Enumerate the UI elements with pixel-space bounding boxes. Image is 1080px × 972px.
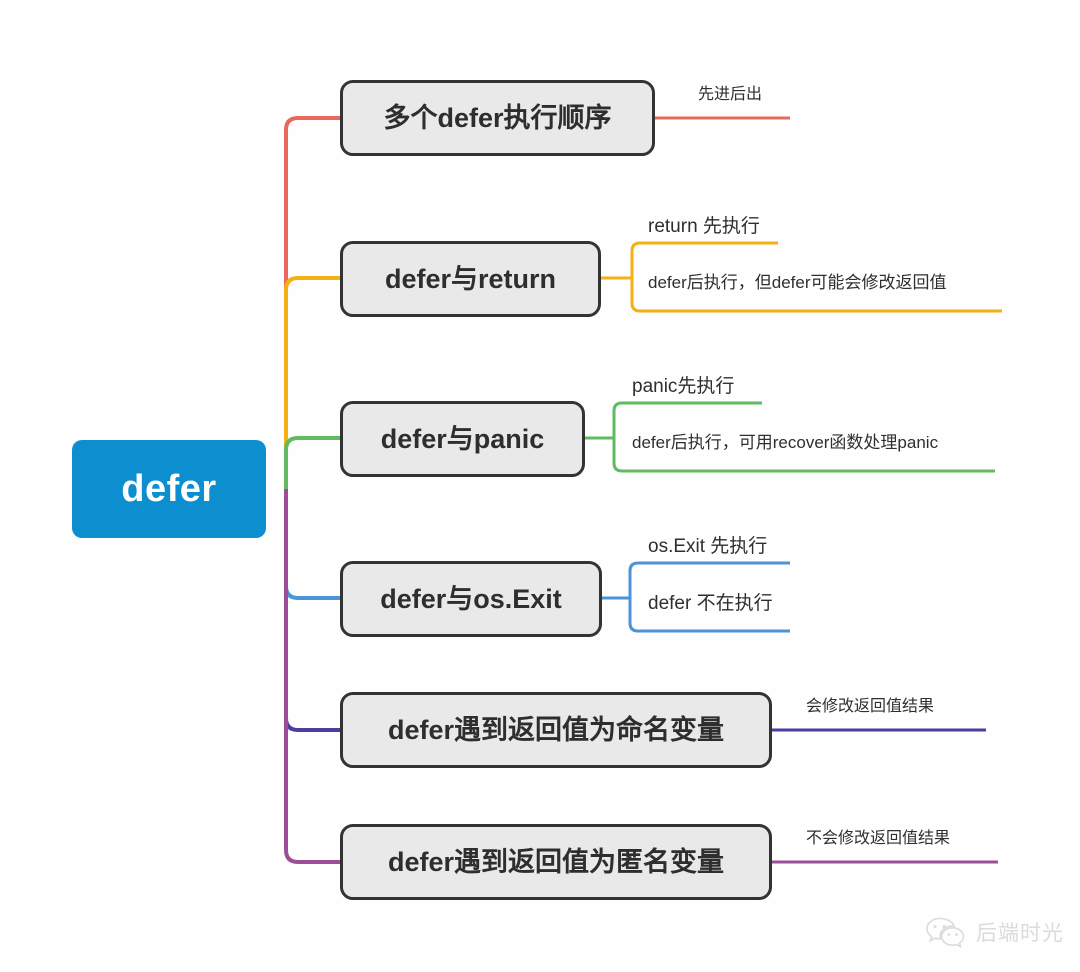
leaf-3-2[interactable]: defer后执行，可用recover函数处理panic (632, 433, 939, 452)
topic-node-4-label: defer与os.Exit (380, 583, 562, 614)
wechat-icon (926, 917, 965, 949)
root-node[interactable]: defer (72, 440, 266, 538)
topic-node-1-label: 多个defer执行顺序 (383, 102, 612, 133)
topic-node-5[interactable]: defer遇到返回值为命名变量 (340, 692, 772, 768)
leaf-4-1[interactable]: os.Exit 先执行 (648, 536, 768, 557)
leaf-4-2[interactable]: defer 不在执行 (648, 593, 773, 614)
watermark: 后端时光 (924, 916, 1064, 950)
wire-branch-5 (284, 489, 340, 732)
topic-node-6-label: defer遇到返回值为匿名变量 (387, 846, 725, 877)
topic-node-2[interactable]: defer与return (340, 241, 601, 317)
leaf-3-1[interactable]: panic先执行 (632, 376, 735, 397)
topic-node-1[interactable]: 多个defer执行顺序 (340, 80, 655, 156)
wire-branch-4 (284, 489, 340, 600)
leaf-2-2[interactable]: defer后执行，但defer可能会修改返回值 (648, 273, 947, 292)
wire-branch-1 (284, 116, 340, 489)
leaf-2-1[interactable]: return 先执行 (648, 216, 760, 237)
leaf-6-1[interactable]: 不会修改返回值结果 (806, 830, 951, 847)
wire-branch-3 (284, 436, 340, 489)
topic-node-5-label: defer遇到返回值为命名变量 (387, 714, 725, 745)
root-node-label: defer (121, 468, 217, 510)
wire-branch-2 (284, 276, 340, 489)
topic-node-6[interactable]: defer遇到返回值为匿名变量 (340, 824, 772, 900)
wire-branch-6 (284, 489, 340, 864)
topic-node-3-label: defer与panic (380, 423, 545, 454)
leaf-5-1[interactable]: 会修改返回值结果 (806, 698, 935, 715)
topic-node-2-label: defer与return (384, 263, 557, 294)
watermark-text: 后端时光 (976, 921, 1064, 945)
leaf-1-1[interactable]: 先进后出 (698, 86, 763, 103)
topic-node-4[interactable]: defer与os.Exit (340, 561, 602, 637)
topic-node-3[interactable]: defer与panic (340, 401, 585, 477)
